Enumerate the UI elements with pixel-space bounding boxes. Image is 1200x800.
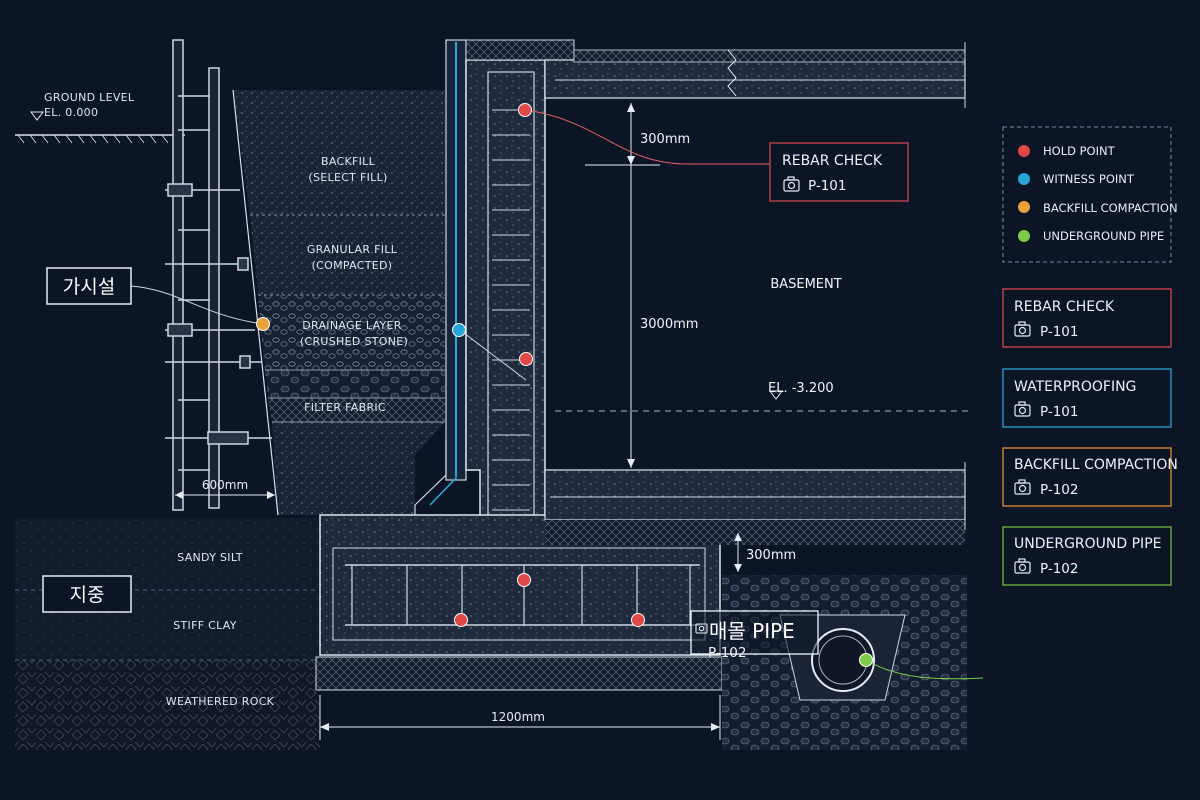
legend-pipe-label: UNDERGROUND PIPE: [1043, 229, 1164, 243]
basement-slab: [544, 462, 966, 545]
pipe-leader-line: [865, 659, 984, 680]
legend-swatch-witness: [1018, 173, 1030, 185]
ground-level-title: GROUND LEVEL: [44, 91, 135, 104]
sandy-silt-label: SANDY SILT: [177, 551, 243, 564]
waterproofing-leader-line: [459, 329, 527, 381]
scaffold-width-label: 600mm: [202, 478, 248, 492]
backfill-zone: [232, 89, 445, 516]
card-code: P-101: [1040, 404, 1078, 420]
granular-fill-label: GRANULAR FILL: [307, 243, 398, 256]
witness-point-marker[interactable]: [452, 323, 466, 337]
hold-point-marker[interactable]: [517, 573, 531, 587]
underground-pipe-marker[interactable]: [859, 653, 873, 667]
legend-hold-label: HOLD POINT: [1043, 144, 1116, 158]
legend-swatch-pipe: [1018, 230, 1030, 242]
backfill-label: BACKFILL: [321, 155, 376, 168]
card-title: REBAR CHECK: [1014, 299, 1115, 315]
pipe-callout-code: P-102: [708, 645, 746, 661]
legend-witness-label: WITNESS POINT: [1043, 172, 1135, 186]
rebar-callout-code: P-101: [808, 178, 846, 194]
footing-width-label: 1200mm: [491, 710, 545, 724]
legend: HOLD POINT WITNESS POINT BACKFILL COMPAC…: [1002, 126, 1178, 263]
drainage-layer-label: DRAINAGE LAYER: [302, 319, 402, 332]
backfill-sublabel: (SELECT FILL): [308, 171, 387, 184]
ground-label: 지중: [70, 584, 105, 606]
ground-level-marker: [30, 111, 44, 121]
slab-gap-label: 300mm: [746, 548, 796, 563]
camera-icon: [1014, 401, 1031, 417]
basement-elevation: EL. -3.200: [768, 381, 834, 396]
card-underground-pipe[interactable]: UNDERGROUND PIPE P-102: [1002, 526, 1172, 586]
card-code: P-101: [1040, 324, 1078, 340]
card-code: P-102: [1040, 561, 1078, 577]
camera-icon: [783, 176, 800, 192]
dim-arrows: [734, 533, 742, 572]
drainage-layer-sublabel: (CRUSHED STONE): [300, 335, 408, 348]
wall-height-label: 3000mm: [640, 317, 698, 332]
pipe-callout-title: 매몰 PIPE: [709, 619, 795, 643]
basement-label: BASEMENT: [770, 277, 841, 292]
granular-fill-sublabel: (COMPACTED): [312, 259, 393, 272]
hold-point-marker[interactable]: [631, 613, 645, 627]
rebar-check-callout[interactable]: REBAR CHECK P-101: [769, 142, 909, 202]
pipe-trench: [722, 575, 967, 750]
card-backfill-compaction[interactable]: BACKFILL COMPACTION P-102: [1002, 447, 1178, 507]
weathered-rock-label: WEATHERED ROCK: [166, 695, 275, 708]
top-cover-label: 300mm: [640, 132, 690, 147]
filter-fabric-label: FILTER FABRIC: [304, 401, 386, 414]
hold-point-marker[interactable]: [454, 613, 468, 627]
camera-icon: [1014, 321, 1031, 337]
legend-backfill-label: BACKFILL COMPACTION: [1043, 201, 1178, 215]
pipe-callout[interactable]: 매몰 PIPE P-102: [690, 610, 819, 661]
leader-line: [130, 285, 264, 325]
camera-icon: [1014, 479, 1031, 495]
card-title: UNDERGROUND PIPE: [1014, 536, 1161, 552]
ground-level-elevation: EL. 0.000: [44, 106, 98, 119]
ground-tag: [42, 575, 132, 613]
rebar-leader-line: [524, 109, 770, 165]
legend-swatch-hold: [1018, 145, 1030, 157]
card-rebar-check[interactable]: REBAR CHECK P-101: [1002, 288, 1172, 348]
temporary-works-label: 가시설: [63, 276, 115, 298]
camera-icon: [695, 623, 708, 634]
hold-point-marker[interactable]: [518, 103, 532, 117]
weathered-rock-stratum: [15, 660, 320, 750]
temporary-works-tag: [46, 267, 132, 305]
card-title: BACKFILL COMPACTION: [1014, 457, 1178, 473]
top-slab: [544, 42, 966, 108]
backfill-compaction-marker[interactable]: [256, 317, 270, 331]
ground-hatch: [17, 134, 169, 144]
stiff-clay-label: STIFF CLAY: [173, 619, 237, 632]
card-title: WATERPROOFING: [1014, 379, 1136, 395]
dim-arrows: [627, 459, 635, 468]
camera-icon: [1014, 558, 1031, 574]
card-code: P-102: [1040, 482, 1078, 498]
card-waterproofing[interactable]: WATERPROOFING P-101: [1002, 368, 1172, 428]
basement-elevation-marker: [769, 390, 783, 400]
legend-swatch-backfill: [1018, 201, 1030, 213]
hold-point-marker[interactable]: [519, 352, 533, 366]
rebar-callout-title: REBAR CHECK: [782, 153, 883, 169]
